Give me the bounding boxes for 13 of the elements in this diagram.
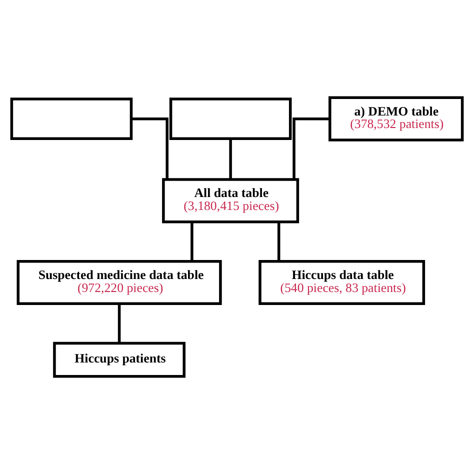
node-box: a) DEMO table (378,532 patients): [328, 96, 464, 142]
connector: [229, 138, 232, 180]
node-box: All data table (3,180,415 pieces): [162, 178, 300, 224]
node-box: Hiccups patients: [53, 342, 186, 378]
connector: [190, 222, 194, 262]
node-box: Hiccups data table (540 pieces, 83 patients): [258, 260, 426, 306]
connector: [132, 117, 168, 180]
node-box: [169, 98, 292, 140]
node-box: [10, 98, 133, 140]
connector: [292, 117, 330, 180]
connector: [277, 222, 280, 262]
connector: [118, 304, 121, 344]
node-box: Suspected medicine data table (972,220 pieces): [16, 260, 222, 306]
